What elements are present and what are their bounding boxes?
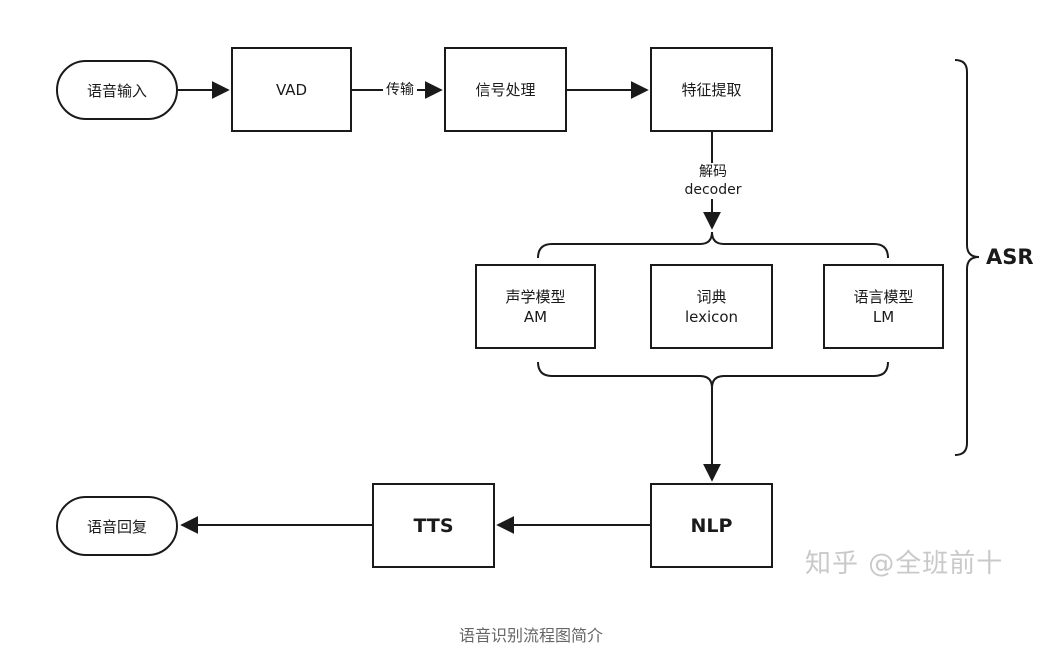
- language-model-label-line2: LM: [872, 307, 895, 326]
- brace-asr: [954, 59, 980, 456]
- feature-extraction-node: 特征提取: [650, 47, 773, 132]
- acoustic-model-node: 声学模型 AM: [475, 264, 596, 349]
- decoder-label-line2: decoder: [684, 182, 742, 198]
- acoustic-model-label-line2: AM: [523, 307, 548, 326]
- transmit-label: 传输: [383, 81, 417, 99]
- vad-node: VAD: [231, 47, 352, 132]
- tts-label: TTS: [413, 514, 454, 537]
- language-model-node: 语言模型 LM: [823, 264, 944, 349]
- figure-caption: 语音识别流程图简介: [458, 626, 603, 645]
- lexicon-label-line1: 词典: [696, 287, 727, 306]
- lexicon-label-line2: lexicon: [684, 307, 739, 326]
- decoder-label: 解码 decoder: [672, 163, 754, 199]
- asr-group-label: ASR: [986, 245, 1034, 269]
- speech-input-label: 语音输入: [86, 81, 147, 100]
- speech-reply-label: 语音回复: [86, 517, 147, 536]
- nlp-node: NLP: [650, 483, 773, 568]
- lexicon-node: 词典 lexicon: [650, 264, 773, 349]
- speech-input-node: 语音输入: [56, 60, 178, 120]
- feature-extraction-label: 特征提取: [681, 80, 742, 99]
- vad-label: VAD: [275, 80, 308, 99]
- watermark: 知乎 @全班前十: [805, 549, 1004, 579]
- speech-reply-node: 语音回复: [56, 496, 178, 556]
- acoustic-model-label-line1: 声学模型: [505, 287, 566, 306]
- signal-processing-label: 信号处理: [475, 80, 536, 99]
- language-model-label-line1: 语言模型: [853, 287, 914, 306]
- tts-node: TTS: [372, 483, 495, 568]
- signal-processing-node: 信号处理: [444, 47, 567, 132]
- brace-bottom: [537, 361, 889, 389]
- nlp-label: NLP: [690, 514, 733, 537]
- decoder-label-line1: 解码: [699, 164, 727, 180]
- brace-top: [537, 231, 889, 259]
